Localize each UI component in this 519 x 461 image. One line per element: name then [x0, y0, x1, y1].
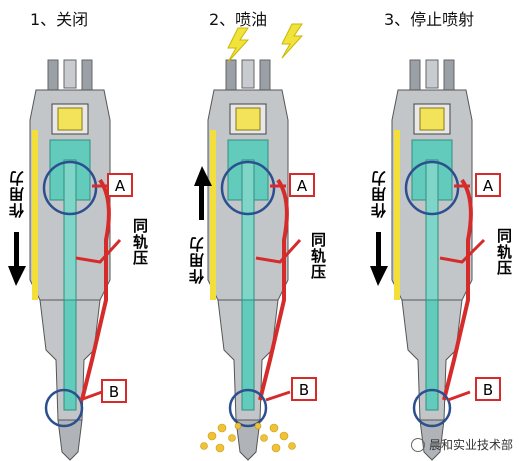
- force-label: 作用力: [8, 170, 26, 218]
- wechat-icon: [410, 437, 425, 452]
- detail-circle-a: [42, 160, 98, 216]
- rail-pressure-label: 同轨压: [495, 228, 513, 276]
- marker-b-box: B: [101, 379, 127, 403]
- lightning-icon: [227, 27, 250, 63]
- marker-a-box: A: [289, 173, 315, 197]
- force-arrow-down: [8, 232, 26, 286]
- fuel-spray: [200, 422, 296, 453]
- detail-circle-a: [220, 160, 276, 216]
- detail-circle-b: [44, 388, 84, 428]
- force-arrow-up: [194, 166, 212, 220]
- marker-b-box: B: [475, 377, 501, 401]
- force-arrow-down: [370, 232, 388, 286]
- force-label: 作用力: [370, 170, 388, 218]
- panel-1-title: 1、关闭: [30, 10, 89, 29]
- svg-text:A: A: [483, 177, 494, 195]
- watermark: 晨和实业技术部: [410, 436, 513, 453]
- force-label: 作用力: [188, 236, 206, 284]
- marker-a-box: A: [475, 173, 501, 197]
- watermark-text: 晨和实业技术部: [428, 438, 513, 452]
- lightning-icon: [281, 23, 304, 59]
- detail-circle-b: [412, 388, 452, 428]
- svg-text:B: B: [109, 383, 119, 401]
- panel-3-title: 3、停止喷射: [384, 10, 475, 29]
- rail-pressure-label: 同轨压: [309, 232, 327, 280]
- panel-2-title: 2、喷油: [209, 10, 268, 29]
- svg-text:A: A: [115, 177, 126, 195]
- marker-a-box: A: [107, 173, 133, 197]
- svg-text:B: B: [483, 381, 493, 399]
- marker-b-box: B: [291, 377, 317, 401]
- detail-circle-a: [404, 160, 460, 216]
- injector-closed: [28, 58, 112, 461]
- rail-pressure-label: 同轨压: [131, 218, 149, 266]
- svg-text:A: A: [297, 177, 308, 195]
- detail-circle-b: [228, 388, 268, 428]
- svg-text:B: B: [299, 381, 309, 399]
- injector-stop: [390, 58, 474, 461]
